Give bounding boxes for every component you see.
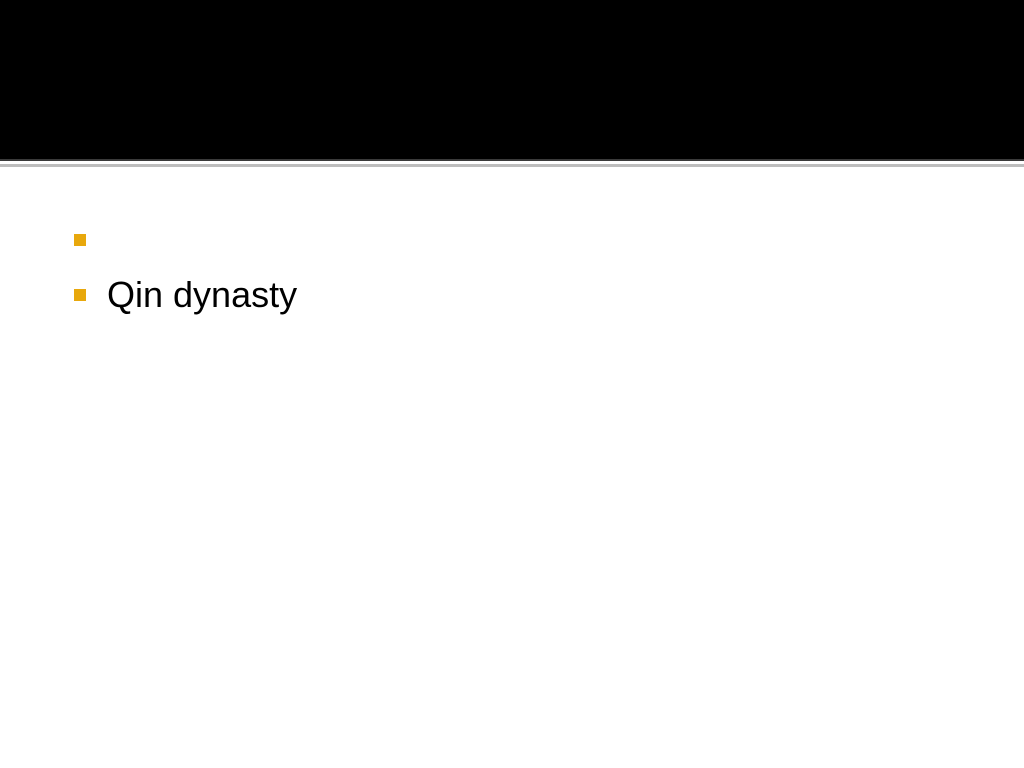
title-divider xyxy=(0,159,1024,161)
square-bullet-icon xyxy=(74,288,86,301)
bullet-list: Qin dynasty xyxy=(74,212,297,322)
bullet-text: Qin dynasty xyxy=(107,273,298,315)
title-divider-shadow xyxy=(0,164,1024,167)
bullet-item xyxy=(74,212,297,267)
bullet-item: Qin dynasty xyxy=(74,267,297,322)
title-bar xyxy=(0,0,1024,159)
square-bullet-icon xyxy=(74,233,86,246)
